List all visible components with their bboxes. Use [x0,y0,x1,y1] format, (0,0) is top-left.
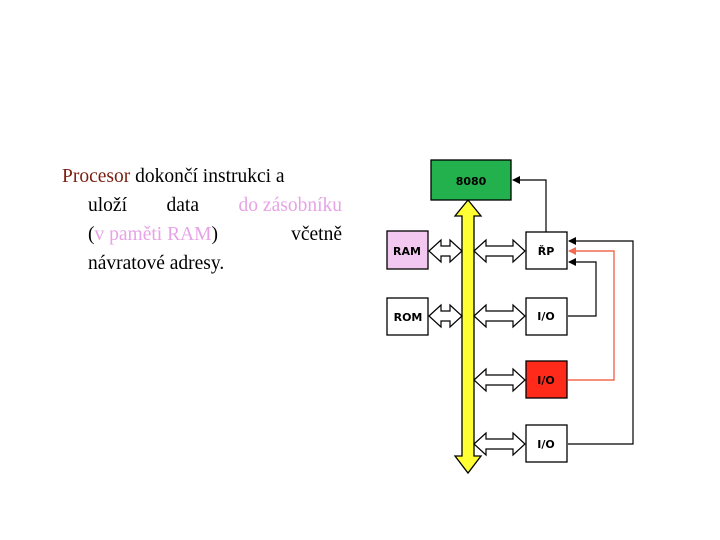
arrow-sp-to-cpu [512,176,547,232]
line3-open: ( [88,224,95,245]
io-block-2-active: I/O [525,360,568,399]
text-line-3: (v paměti RAM) včetně [62,220,342,249]
bus-connector-sp [473,238,526,264]
processor-word: Procesor [62,166,131,187]
bus-connector-io2 [473,367,526,393]
ram-block: RAM [386,230,429,270]
io2-label: I/O [537,374,554,387]
cpu-label: 8080 [456,175,487,188]
line1-rest: dokončí instrukci a [135,166,285,187]
bus-connector-rom [428,303,463,329]
ram-label: RAM [393,245,421,258]
cpu-block: 8080 [430,159,512,201]
description-text: Procesor dokončí instrukci a uloží data … [62,162,342,278]
rom-block: ROM [386,297,429,336]
arrow-io2-to-sp-red [568,247,615,381]
bus-connector-io1 [473,303,526,329]
line3-rest: včetně [291,224,342,245]
stack-pointer-block: ŘP [525,231,568,270]
io-block-3: I/O [525,424,568,463]
text-line-1: Procesor dokončí instrukci a [62,162,342,191]
line2-word-b: data [166,195,200,216]
sp-label: ŘP [538,245,555,258]
arrow-io1-to-sp [568,258,597,317]
bus-connector-io3 [473,431,526,457]
io1-label: I/O [537,310,554,323]
line3-group: (v paměti RAM) [88,220,218,249]
io-block-1: I/O [525,297,568,336]
rom-label: ROM [394,311,423,324]
text-line-4: návratové adresy. [88,253,225,274]
text-line-2: uloží data do zásobníku [62,191,342,220]
io3-label: I/O [537,438,554,451]
stack-phrase: do zásobníku [238,195,342,216]
arrow-io3-to-sp [568,237,634,445]
ram-phrase: v paměti RAM [94,224,212,245]
bus-connector-ram [428,238,463,264]
line3-close: ) [211,224,219,245]
system-bus [453,198,483,475]
line2-word-a: uloží [88,195,127,216]
